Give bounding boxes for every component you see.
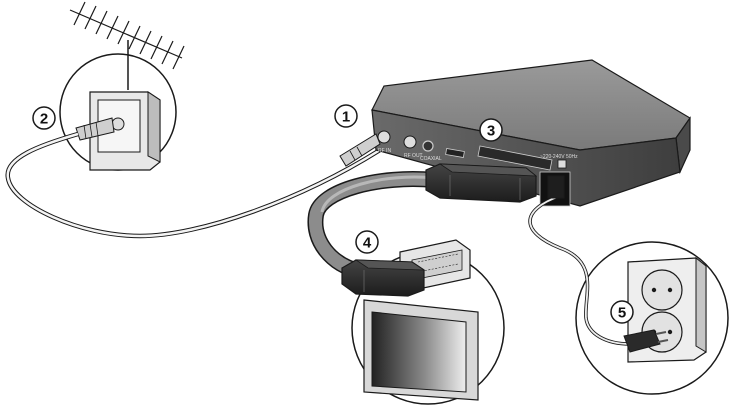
power-inset xyxy=(575,241,729,395)
outlet-socket-top xyxy=(641,269,683,311)
svg-text:4: 4 xyxy=(363,235,372,252)
svg-text:2: 2 xyxy=(40,111,48,128)
rf-in-port: RF IN xyxy=(377,130,391,154)
svg-text:3: 3 xyxy=(487,123,495,140)
svg-text:~220-240V 50Hz: ~220-240V 50Hz xyxy=(540,154,578,160)
svg-text:5: 5 xyxy=(618,305,626,322)
antenna-coax-plug xyxy=(75,117,115,141)
callout-5: 5 xyxy=(610,300,634,324)
power-plug xyxy=(623,329,669,353)
svg-text:COAXIAL: COAXIAL xyxy=(420,156,442,162)
callout-3: 3 xyxy=(479,118,503,142)
rf-out-port: RF OUT xyxy=(403,135,423,159)
receiver-coax-plug xyxy=(339,133,381,167)
antenna-inset xyxy=(59,1,185,171)
callout-2: 2 xyxy=(32,106,56,130)
receiver-power-plug xyxy=(547,175,565,199)
coaxial-port: COAXIAL xyxy=(420,140,442,162)
scart-plug-receiver xyxy=(425,163,538,203)
wall-antenna-socket xyxy=(89,91,161,171)
tv-inset xyxy=(351,239,505,405)
svg-text:RF IN: RF IN xyxy=(378,148,391,154)
hdmi-port xyxy=(445,148,465,158)
tv-icon xyxy=(363,299,479,401)
receiver-box: RF IN RF OUT COAXIAL ~220-240V 50Hz xyxy=(371,59,691,207)
callout-1: 1 xyxy=(334,104,358,128)
svg-text:1: 1 xyxy=(342,109,350,126)
antenna-icon xyxy=(69,1,185,70)
callout-4: 4 xyxy=(355,230,379,254)
svg-text:RF OUT: RF OUT xyxy=(404,153,423,159)
scart-plug-tv xyxy=(341,259,426,297)
scart-port xyxy=(477,145,553,171)
